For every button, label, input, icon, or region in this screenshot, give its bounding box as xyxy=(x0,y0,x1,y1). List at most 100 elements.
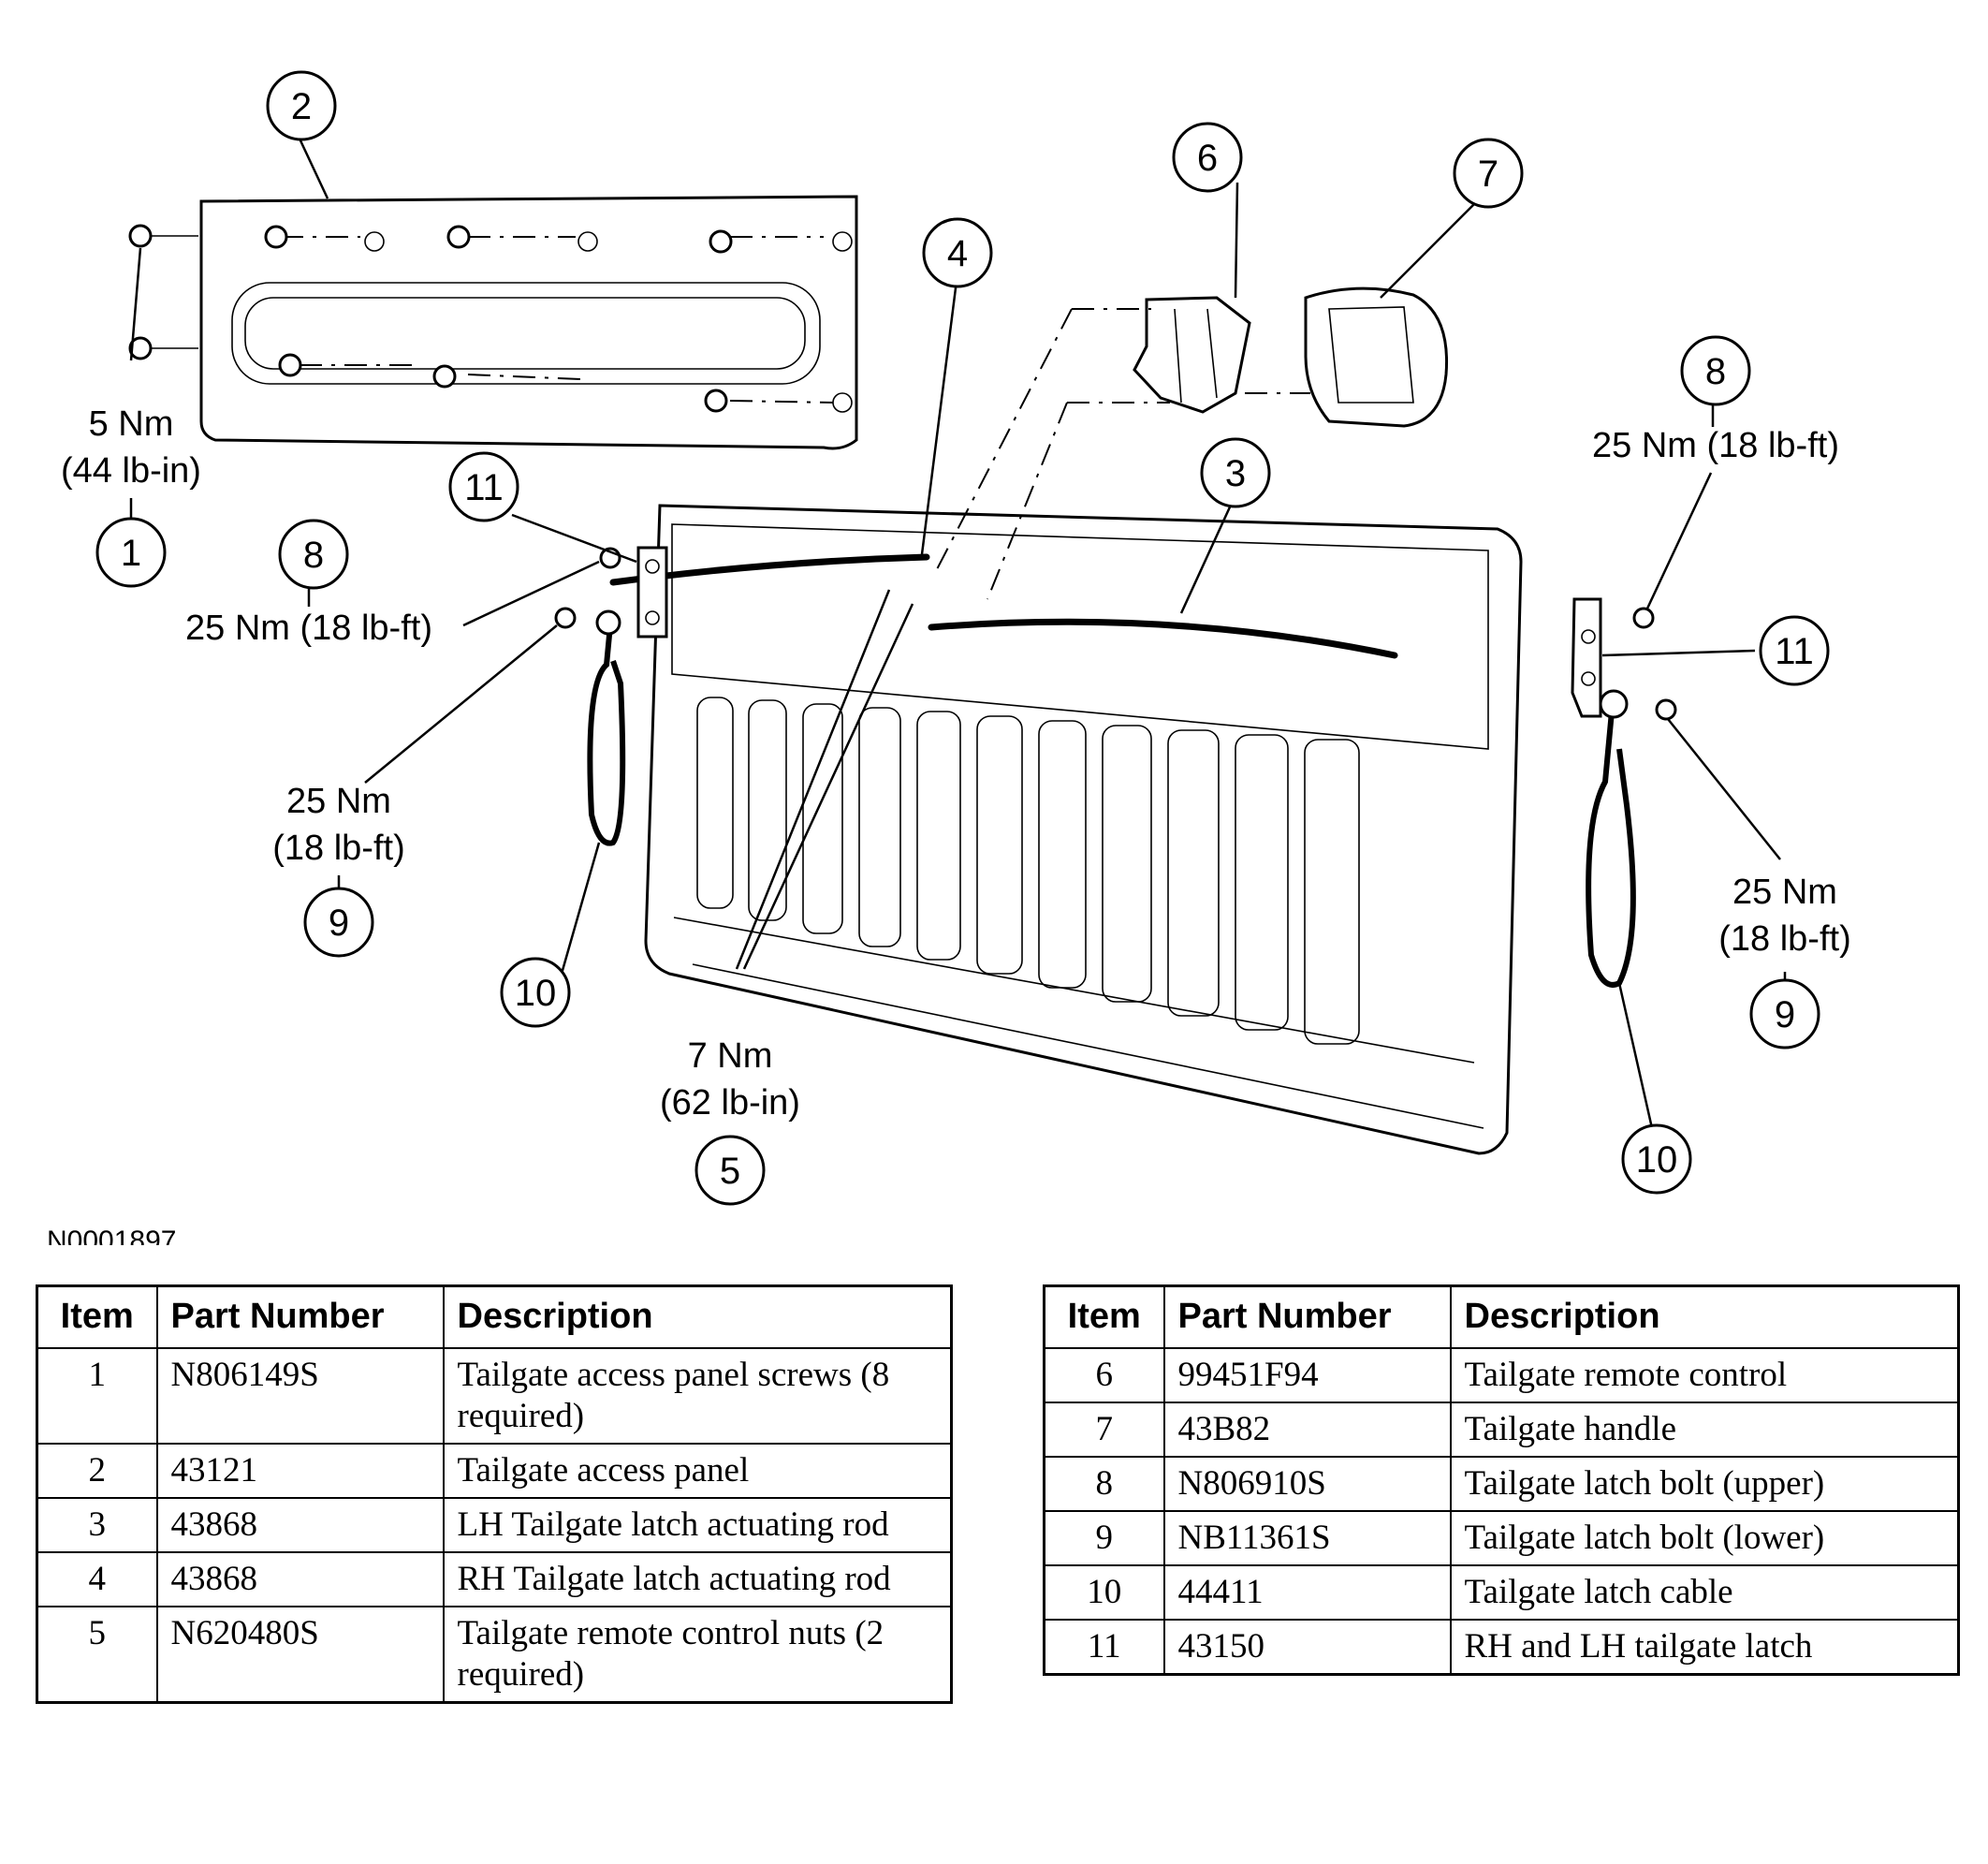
torque-1-line1: 5 Nm xyxy=(89,404,174,444)
svg-text:11: 11 xyxy=(464,467,504,508)
right-lower-latch-bolt xyxy=(1655,698,1677,721)
svg-text:6: 6 xyxy=(1197,138,1218,179)
cell-description: Tailgate handle xyxy=(1449,1402,1960,1458)
svg-text:7: 7 xyxy=(1478,154,1498,195)
torque-labels: 5 Nm (44 lb-in) 25 Nm (18 lb-ft) 25 Nm (… xyxy=(61,404,1851,1123)
callout-11-right: 11 xyxy=(1759,615,1830,686)
cell-item: 9 xyxy=(1043,1510,1165,1566)
callout-circles: 2 1 11 8 9 10 4 6 7 3 5 8 11 9 10 xyxy=(95,70,1830,1206)
torque-9-left-line1: 25 Nm xyxy=(286,782,391,821)
cell-description: Tailgate latch bolt (upper) xyxy=(1449,1456,1960,1512)
cell-part-number: 43868 xyxy=(155,1551,445,1607)
cell-part-number: 43B82 xyxy=(1162,1402,1452,1458)
right-cable-eye xyxy=(1599,689,1629,719)
torque-8-left: 25 Nm (18 lb-ft) xyxy=(185,609,432,648)
cell-item: 7 xyxy=(1043,1402,1165,1458)
torque-9-left-line2: (18 lb-ft) xyxy=(272,829,404,868)
cell-item: 5 xyxy=(36,1606,158,1704)
svg-text:9: 9 xyxy=(1775,994,1795,1035)
remote-alignment-lines xyxy=(935,308,1310,600)
svg-text:5: 5 xyxy=(720,1151,740,1192)
header-description: Description xyxy=(442,1284,953,1349)
svg-text:3: 3 xyxy=(1225,453,1246,494)
header-item: Item xyxy=(1043,1284,1165,1349)
cell-item: 1 xyxy=(36,1347,158,1445)
table-row: 2 43121 Tailgate access panel xyxy=(36,1443,953,1499)
table-row: 8 N806910S Tailgate latch bolt (upper) xyxy=(1043,1456,1960,1512)
table-row: 3 43868 LH Tailgate latch actuating rod xyxy=(36,1497,953,1553)
callout-1: 1 xyxy=(95,517,167,588)
table-row: 7 43B82 Tailgate handle xyxy=(1043,1402,1960,1458)
cell-part-number: N806149S xyxy=(155,1347,445,1445)
torque-9-right-line2: (18 lb-ft) xyxy=(1718,919,1850,959)
callout-8-left: 8 xyxy=(278,519,349,590)
callout-2: 2 xyxy=(266,70,337,141)
tailgate-handle xyxy=(1304,286,1449,428)
callout-9-left: 9 xyxy=(303,887,374,958)
svg-text:1: 1 xyxy=(121,533,141,574)
cell-part-number: NB11361S xyxy=(1162,1510,1452,1566)
callout-4: 4 xyxy=(922,217,993,288)
cell-part-number: 44411 xyxy=(1162,1564,1452,1621)
cell-item: 8 xyxy=(1043,1456,1165,1512)
right-latch xyxy=(1571,597,1602,718)
torque-8-right: 25 Nm (18 lb-ft) xyxy=(1592,426,1839,465)
tailgate-access-panel xyxy=(199,195,858,450)
exploded-view-diagram: 2 1 11 8 9 10 4 6 7 3 5 8 11 9 10 5 Nm (… xyxy=(47,70,1851,1245)
table-header-row: Item Part Number Description xyxy=(1043,1284,1960,1349)
header-description: Description xyxy=(1449,1284,1960,1349)
svg-text:10: 10 xyxy=(515,973,557,1014)
callout-7: 7 xyxy=(1453,138,1524,209)
svg-text:8: 8 xyxy=(303,535,324,576)
cell-part-number: 43121 xyxy=(155,1443,445,1499)
cell-item: 3 xyxy=(36,1497,158,1553)
cell-description: RH and LH tailgate latch xyxy=(1449,1619,1960,1676)
svg-text:4: 4 xyxy=(947,233,968,274)
svg-text:11: 11 xyxy=(1775,631,1814,672)
callout-3: 3 xyxy=(1200,437,1271,508)
left-latch-cable xyxy=(587,624,626,846)
svg-text:9: 9 xyxy=(329,903,349,944)
cell-item: 11 xyxy=(1043,1619,1165,1676)
cell-item: 2 xyxy=(36,1443,158,1499)
cell-description: RH Tailgate latch actuating rod xyxy=(442,1551,953,1607)
callout-10-left: 10 xyxy=(500,957,571,1028)
tailgate-body xyxy=(644,504,1523,1155)
header-item: Item xyxy=(36,1284,158,1349)
torque-5-line1: 7 Nm xyxy=(688,1036,773,1076)
torque-9-right-line1: 25 Nm xyxy=(1732,873,1837,912)
cell-description: LH Tailgate latch actuating rod xyxy=(442,1497,953,1553)
cell-part-number: 99451F94 xyxy=(1162,1347,1452,1403)
callout-10-right: 10 xyxy=(1621,1123,1692,1195)
cell-item: 4 xyxy=(36,1551,158,1607)
table-row: 4 43868 RH Tailgate latch actuating rod xyxy=(36,1551,953,1607)
svg-text:10: 10 xyxy=(1636,1139,1678,1181)
cell-description: Tailgate latch cable xyxy=(1449,1564,1960,1621)
callout-8-right: 8 xyxy=(1680,335,1751,406)
torque-5-line2: (62 lb-in) xyxy=(660,1083,800,1123)
callout-11-left: 11 xyxy=(448,451,519,522)
lh-latch-actuating-rod xyxy=(928,618,1398,659)
cell-item: 10 xyxy=(1043,1564,1165,1621)
table-row: 1 N806149S Tailgate access panel screws … xyxy=(36,1347,953,1445)
table-row: 10 44411 Tailgate latch cable xyxy=(1043,1564,1960,1621)
tailgate-remote-control xyxy=(1133,296,1251,414)
figure-code: N0001897 xyxy=(47,1226,176,1245)
table-row: 11 43150 RH and LH tailgate latch xyxy=(1043,1619,1960,1676)
table-row: 9 NB11361S Tailgate latch bolt (lower) xyxy=(1043,1510,1960,1566)
table-header-row: Item Part Number Description xyxy=(36,1284,953,1349)
svg-text:8: 8 xyxy=(1705,351,1726,392)
svg-text:2: 2 xyxy=(291,86,312,127)
cell-description: Tailgate access panel xyxy=(442,1443,953,1499)
callout-9-right: 9 xyxy=(1749,978,1820,1049)
header-part-number: Part Number xyxy=(1162,1284,1452,1349)
torque-1-line2: (44 lb-in) xyxy=(61,451,201,491)
left-latch xyxy=(636,546,668,638)
cell-item: 6 xyxy=(1043,1347,1165,1403)
right-latch-cable xyxy=(1586,711,1636,988)
right-upper-latch-bolt xyxy=(1632,607,1655,629)
header-part-number: Part Number xyxy=(155,1284,445,1349)
parts-table-right: Item Part Number Description 6 99451F94 … xyxy=(1043,1284,1960,1676)
access-panel-screws xyxy=(128,224,834,413)
table-row: 5 N620480S Tailgate remote control nuts … xyxy=(36,1606,953,1704)
